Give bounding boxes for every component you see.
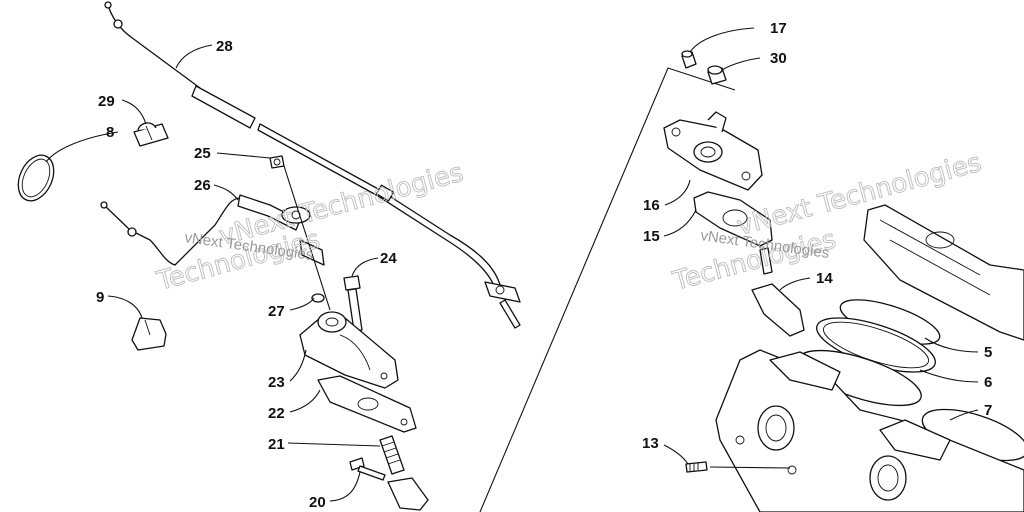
callout-7: 7 (984, 402, 992, 419)
spring-21 (379, 435, 405, 475)
callout-6: 6 (984, 374, 992, 391)
cable-clip (133, 122, 169, 147)
choke-cable-bracket (100, 194, 325, 266)
cylinder-head-cover (863, 204, 1024, 341)
callout-labels: 28 29 8 25 26 24 9 27 23 22 21 20 17 30 … (96, 20, 992, 511)
engine-block (715, 349, 1024, 512)
callout-13: 13 (642, 435, 659, 452)
clip-9 (131, 317, 167, 351)
connector-17 (681, 50, 697, 69)
callout-29: 29 (98, 93, 115, 110)
callout-17: 17 (770, 20, 787, 37)
callout-21: 21 (268, 436, 285, 453)
gasket-15 (693, 191, 773, 247)
leader-lines (45, 27, 979, 502)
callout-26: 26 (194, 177, 211, 194)
callout-27: 27 (268, 303, 285, 320)
retaining-ring (17, 154, 55, 202)
callout-20: 20 (309, 494, 326, 511)
bolt-25 (269, 155, 285, 169)
callout-15: 15 (643, 228, 660, 245)
callout-28: 28 (216, 38, 233, 55)
callout-24: 24 (380, 250, 397, 267)
callout-25: 25 (194, 145, 211, 162)
callout-23: 23 (268, 374, 285, 391)
cylinder-gaskets (798, 299, 1024, 462)
gasket-22 (317, 375, 417, 433)
callout-22: 22 (268, 405, 285, 422)
stud-14 (751, 247, 805, 337)
watermark-line1-right: vNext Technologies (734, 148, 984, 242)
callout-16: 16 (643, 197, 660, 214)
callout-8: 8 (106, 124, 114, 141)
throttle-housing (299, 311, 399, 389)
stud-13 (685, 461, 708, 473)
callout-9: 9 (96, 289, 104, 306)
washer-27 (311, 293, 325, 303)
callout-14: 14 (816, 270, 833, 287)
callout-5: 5 (984, 344, 992, 361)
bolt-20 (349, 457, 429, 511)
manifold-16 (663, 111, 763, 191)
throttle-cable (104, 1, 521, 329)
bolt-24 (343, 275, 363, 332)
callout-30: 30 (770, 50, 787, 67)
